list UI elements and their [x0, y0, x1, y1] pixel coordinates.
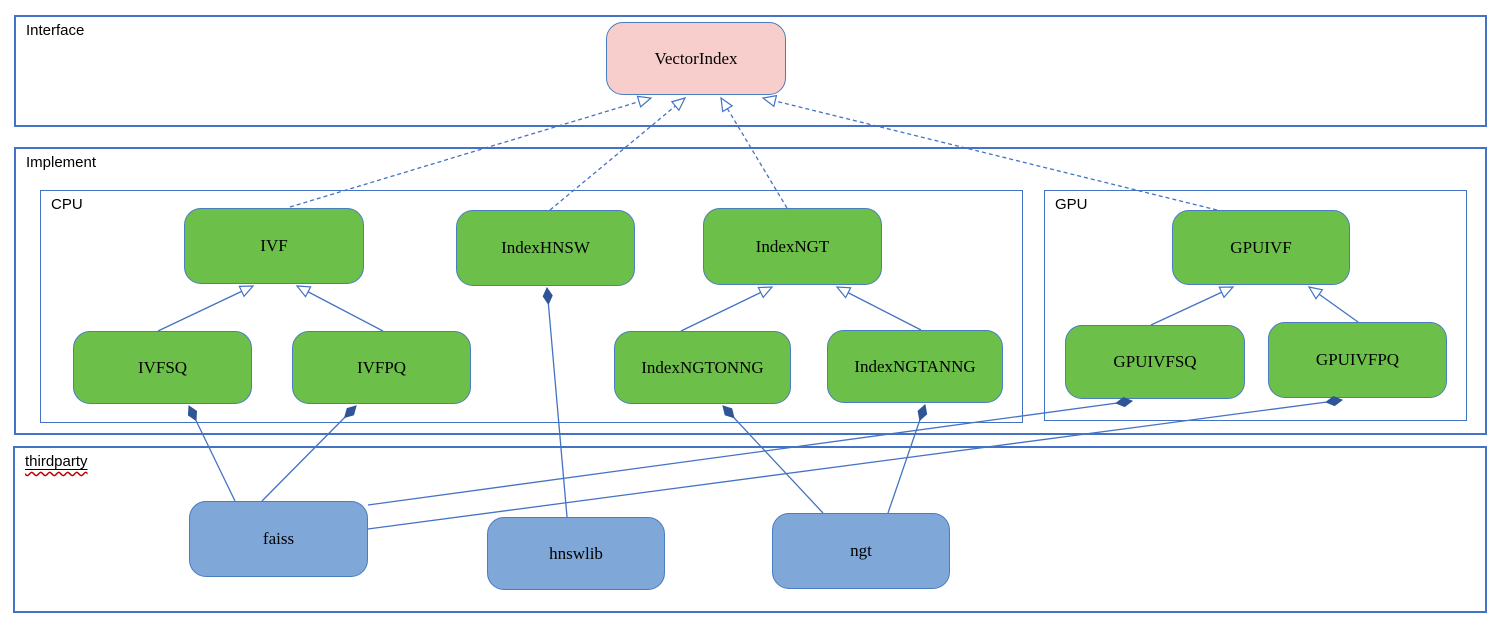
- container-implement-label: Implement: [26, 154, 97, 171]
- edge-ngt-indexngtonng[interactable]: [722, 405, 824, 514]
- container-interface-label: Interface: [26, 22, 85, 39]
- edge-faiss-gpuivfsq[interactable]: [367, 397, 1134, 506]
- node-gpuivfpq[interactable]: GPUIVFPQ: [1268, 322, 1447, 398]
- edge-faiss-ivfpq[interactable]: [261, 405, 357, 502]
- node-ngt[interactable]: ngt: [772, 513, 950, 589]
- edge-indexngtanng-indexngt[interactable]: [835, 286, 922, 331]
- container-cpu[interactable]: CPU: [40, 190, 1023, 423]
- edge-indexhnsw-vectorindex[interactable]: [549, 97, 687, 211]
- edge-ngt-indexngtanng[interactable]: [887, 404, 928, 514]
- edge-faiss-ivfsq[interactable]: [187, 405, 236, 502]
- edge-gpuivfpq-gpuivf[interactable]: [1307, 286, 1359, 323]
- node-faiss[interactable]: faiss: [189, 501, 368, 577]
- edge-faiss-gpuivfpq[interactable]: [367, 396, 1344, 530]
- container-gpu-label: GPU: [1055, 196, 1088, 213]
- container-thirdparty-label: thirdparty: [25, 453, 88, 471]
- edge-ivfsq-ivf[interactable]: [157, 285, 255, 332]
- node-indexngtanng[interactable]: IndexNGTANNG: [827, 330, 1003, 403]
- edge-gpuivf-vectorindex[interactable]: [761, 94, 1218, 211]
- edge-gpuivfsq-gpuivf[interactable]: [1150, 286, 1235, 326]
- container-cpu-label: CPU: [51, 196, 83, 213]
- edge-ivfpq-ivf[interactable]: [295, 285, 384, 332]
- edge-indexngt-vectorindex[interactable]: [720, 96, 788, 209]
- edge-ivf-vectorindex[interactable]: [289, 95, 653, 208]
- container-interface[interactable]: Interface: [14, 15, 1487, 127]
- edge-hnswlib-indexhnsw[interactable]: [542, 286, 568, 518]
- container-thirdparty-label-text: thirdparty: [25, 453, 88, 470]
- container-gpu[interactable]: GPU: [1044, 190, 1467, 421]
- node-indexhnsw[interactable]: IndexHNSW: [456, 210, 635, 286]
- edge-indexngtonng-indexngt[interactable]: [680, 286, 774, 332]
- container-thirdparty[interactable]: thirdparty: [13, 446, 1487, 613]
